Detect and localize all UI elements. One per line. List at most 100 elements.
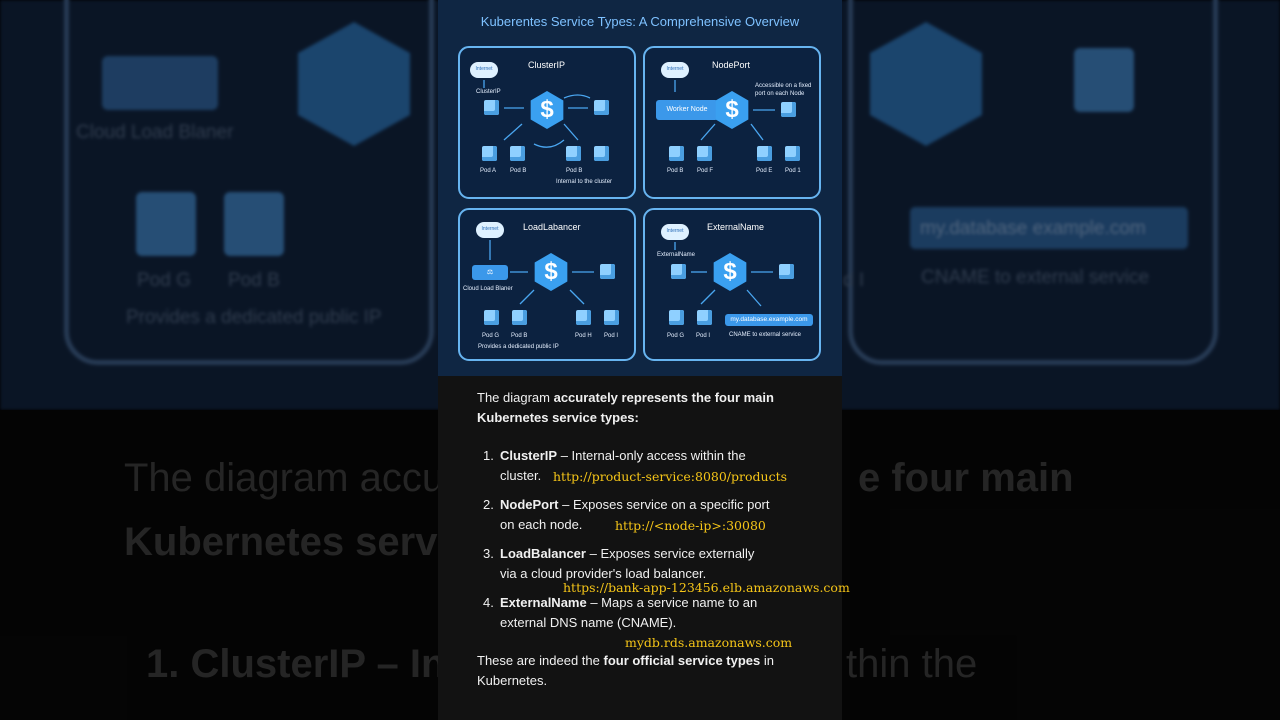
pod-label: Pod G [482, 333, 500, 339]
pod-icon [757, 146, 772, 161]
bg-lb-box [102, 56, 218, 110]
panel-title: ExternalName [707, 222, 765, 232]
bg-pod-g: Pod G [137, 270, 191, 291]
example-url[interactable]: https://bank-app-123456.elb.amazonaws.co… [563, 580, 850, 595]
panel-note: Internal to the cluster [556, 179, 613, 185]
panel-title: LoadLabancer [523, 222, 581, 232]
pod-label: Pod B [510, 168, 527, 174]
outro-prefix: These are indeed the [477, 653, 604, 668]
bg-dns: my.database example.com [920, 218, 1146, 239]
pod-icon [781, 102, 796, 117]
bg-hex-right [870, 22, 982, 146]
item-name: ExternalName [500, 595, 587, 610]
service-label: ExternalName [657, 252, 696, 258]
pod-label: Pod 1 [785, 168, 801, 174]
bg-cube-2 [224, 192, 284, 256]
item-name: NodePort [500, 497, 559, 512]
pod-icon [594, 146, 609, 161]
worker-node: Worker Node [656, 100, 718, 120]
cloud-label: Internet [475, 66, 493, 72]
list-item: 2. NodePort – Exposes service on a speci… [483, 495, 770, 534]
list-item: 3. LoadBalancer – Exposes service extern… [483, 544, 770, 583]
bg-panel-right [848, 0, 1218, 365]
internet-cloud-icon: Internet [661, 224, 689, 240]
panel-title: NodePort [712, 60, 751, 70]
bg-cube-3 [1074, 48, 1134, 112]
bg-big-line1-left: The diagram accu [124, 456, 445, 500]
pod-icon [510, 146, 525, 161]
pod-label: Pod B [511, 333, 528, 339]
item-number: 1. [483, 448, 494, 463]
item-number: 3. [483, 546, 494, 561]
example-url[interactable]: http://<node-ip>:30080 [615, 518, 766, 533]
bg-left-caption: Provides a dedicated public IP [126, 307, 382, 328]
panel-loadbalancer: LoadLabancer Internet ⚖ Cloud Load Blane… [458, 208, 636, 361]
intro-bold: accurately represents the four main Kube… [477, 390, 774, 425]
intro-paragraph: The diagram accurately represents the fo… [477, 388, 787, 427]
pod-icon [566, 146, 581, 161]
bg-dns-box [910, 207, 1188, 249]
bg-big-line2-left: Kubernetes servi [124, 520, 449, 564]
pod-label: Pod A [480, 168, 497, 174]
bg-right-caption: CNAME to external service [921, 267, 1150, 288]
panel-title: ClusterIP [528, 60, 566, 70]
panel-nodeport: NodePort Internet Worker Node $ Accessib… [643, 46, 821, 199]
pod-icon [600, 264, 615, 279]
bg-pod-i: d I [843, 270, 865, 291]
connection-arrows [483, 80, 591, 148]
bg-cube-1 [136, 192, 196, 256]
item-desc: – Maps a service name to an external DNS… [500, 595, 758, 630]
service-icon: $ [713, 253, 747, 291]
item-name: LoadBalancer [500, 546, 586, 561]
pod-icon [669, 146, 684, 161]
item-number: 4. [483, 595, 494, 610]
bg-lb-label: Cloud Load Blaner [76, 122, 234, 143]
pod-icon [669, 310, 684, 325]
item-number: 2. [483, 497, 494, 512]
pod-icon [484, 100, 499, 115]
bg-big-line3-left: 1. ClusterIP – In [146, 642, 446, 686]
service-icon: $ [715, 91, 749, 129]
panel-note: Accessible on a fixed port on each Node [755, 83, 812, 97]
pod-label: Pod F [697, 168, 714, 174]
item-desc: – Exposes service on a specific port on … [500, 497, 770, 532]
internet-cloud-icon: Internet [476, 222, 504, 238]
pod-label: Pod I [604, 333, 619, 339]
pod-icon [785, 146, 800, 161]
pod-label: Pod G [667, 333, 685, 339]
cloud-label: Internet [481, 226, 499, 232]
intro-prefix: The diagram [477, 390, 554, 405]
pod-icon [604, 310, 619, 325]
outro-suffix: in Kubernetes. [477, 653, 774, 688]
item-name: ClusterIP [500, 448, 558, 463]
pod-icon [697, 310, 712, 325]
list-item: 4. ExternalName – Maps a service name to… [483, 593, 770, 632]
service-label: ClusterIP [476, 89, 501, 95]
dns-box: my.database.example.com [725, 314, 813, 326]
pod-label: Pod I [696, 333, 711, 339]
pod-icon [671, 264, 686, 279]
item-desc: – Internal-only access within the cluste… [500, 448, 746, 483]
bg-pod-b: Pod B [228, 270, 280, 291]
pod-icon [512, 310, 527, 325]
pod-icon [576, 310, 591, 325]
connection-arrows [674, 80, 775, 141]
diagram-title: Kuberentes Service Types: A Comprehensiv… [480, 14, 800, 29]
panel-note: Provides a dedicated public IP [478, 344, 559, 350]
item-desc: – Exposes service externally via a cloud… [500, 546, 755, 581]
example-url[interactable]: http://product-service:8080/products [553, 469, 788, 484]
example-url[interactable]: mydb.rds.amazonaws.com [625, 635, 793, 650]
pod-label: Pod E [756, 168, 773, 174]
pod-label: Pod B [667, 168, 684, 174]
panel-clusterip: ClusterIP Internet ClusterIP $ Pod A Pod… [458, 46, 636, 199]
cloud-label: Internet [666, 228, 684, 234]
outro-bold: four official service types [603, 653, 761, 668]
pod-icon [697, 146, 712, 161]
internet-cloud-icon: Internet [470, 62, 498, 78]
bg-panel-left [64, 0, 434, 365]
connection-arrows [489, 240, 594, 305]
connection-arrows [674, 242, 773, 307]
service-types-diagram: Kuberentes Service Types: A Comprehensiv… [438, 0, 842, 376]
lb-label: Cloud Load Blaner [463, 286, 513, 292]
pod-label: Pod B [566, 168, 583, 174]
